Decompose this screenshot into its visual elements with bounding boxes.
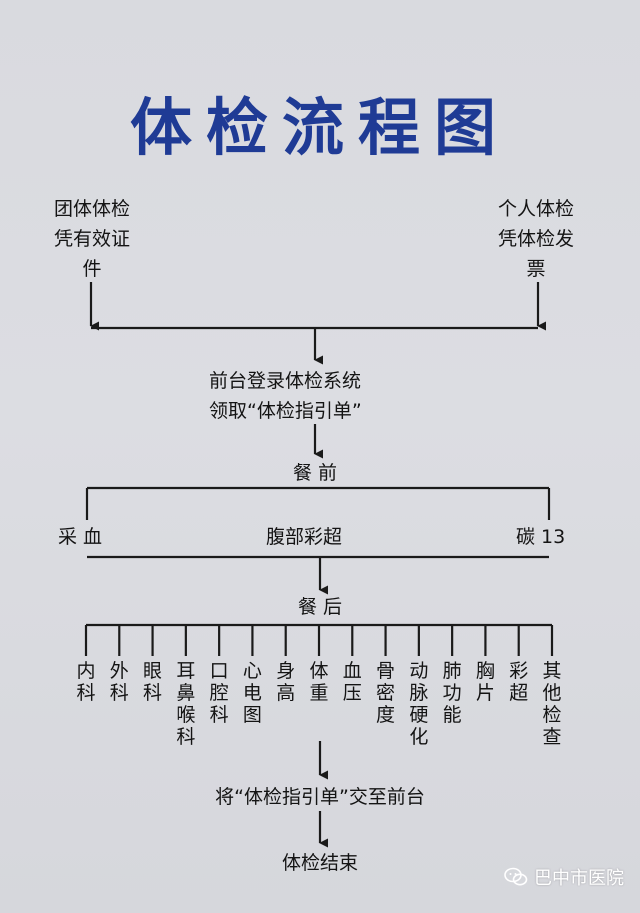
item-blood-draw: 采 血: [58, 526, 103, 548]
group-checkup-note: 团体体检 凭有效证 件: [40, 194, 144, 284]
page-title: 体检流程图: [129, 91, 510, 164]
reception-line-1: 前台登录体检系统: [209, 370, 362, 392]
handover-step: 将“体检指引单”交至前台: [215, 786, 425, 808]
before-meal-label: 餐 前: [292, 462, 338, 484]
item-abdominal-ultrasound: 腹部彩超: [266, 526, 343, 548]
after-meal-item: 内科: [76, 660, 96, 704]
reception-step: 前台登录体检系统 领取“体检指引单”: [209, 366, 362, 426]
after-meal-item: 肺功能: [442, 660, 462, 726]
after-meal-item: 耳鼻喉科: [176, 660, 196, 748]
after-meal-item: 血压: [342, 660, 362, 704]
after-meal-item: 眼科: [143, 660, 163, 704]
individual-line-2: 凭体检发: [497, 228, 574, 250]
after-meal-item: 外科: [109, 660, 129, 704]
end-step: 体检结束: [281, 852, 358, 874]
after-meal-item: 其他检查: [542, 660, 562, 748]
after-meal-item: 体重: [309, 660, 329, 704]
wechat-icon: [504, 867, 528, 886]
reception-line-2: 领取“体检指引单”: [209, 400, 362, 422]
after-meal-item: 彩超: [509, 660, 529, 704]
group-line-3: 件: [82, 258, 102, 280]
group-line-2: 凭有效证: [53, 228, 130, 250]
after-meal-item: 骨密度: [376, 660, 396, 726]
after-meal-item: 口腔科: [209, 660, 229, 726]
after-meal-item: 胸片: [475, 660, 495, 704]
watermark: 巴中市医院: [504, 864, 624, 890]
after-meal-item: 身高: [276, 660, 296, 704]
individual-line-3: 票: [526, 258, 546, 280]
group-line-1: 团体体检: [53, 198, 130, 220]
item-c13-breath-test: 碳 13: [516, 526, 566, 548]
individual-line-1: 个人体检: [497, 198, 574, 220]
after-meal-item: 心电图: [242, 660, 262, 726]
after-meal-item: 动脉硬化: [409, 660, 429, 748]
individual-checkup-note: 个人体检 凭体检发 票: [484, 194, 588, 284]
watermark-text: 巴中市医院: [534, 868, 624, 889]
after-meal-label: 餐 后: [297, 596, 343, 618]
